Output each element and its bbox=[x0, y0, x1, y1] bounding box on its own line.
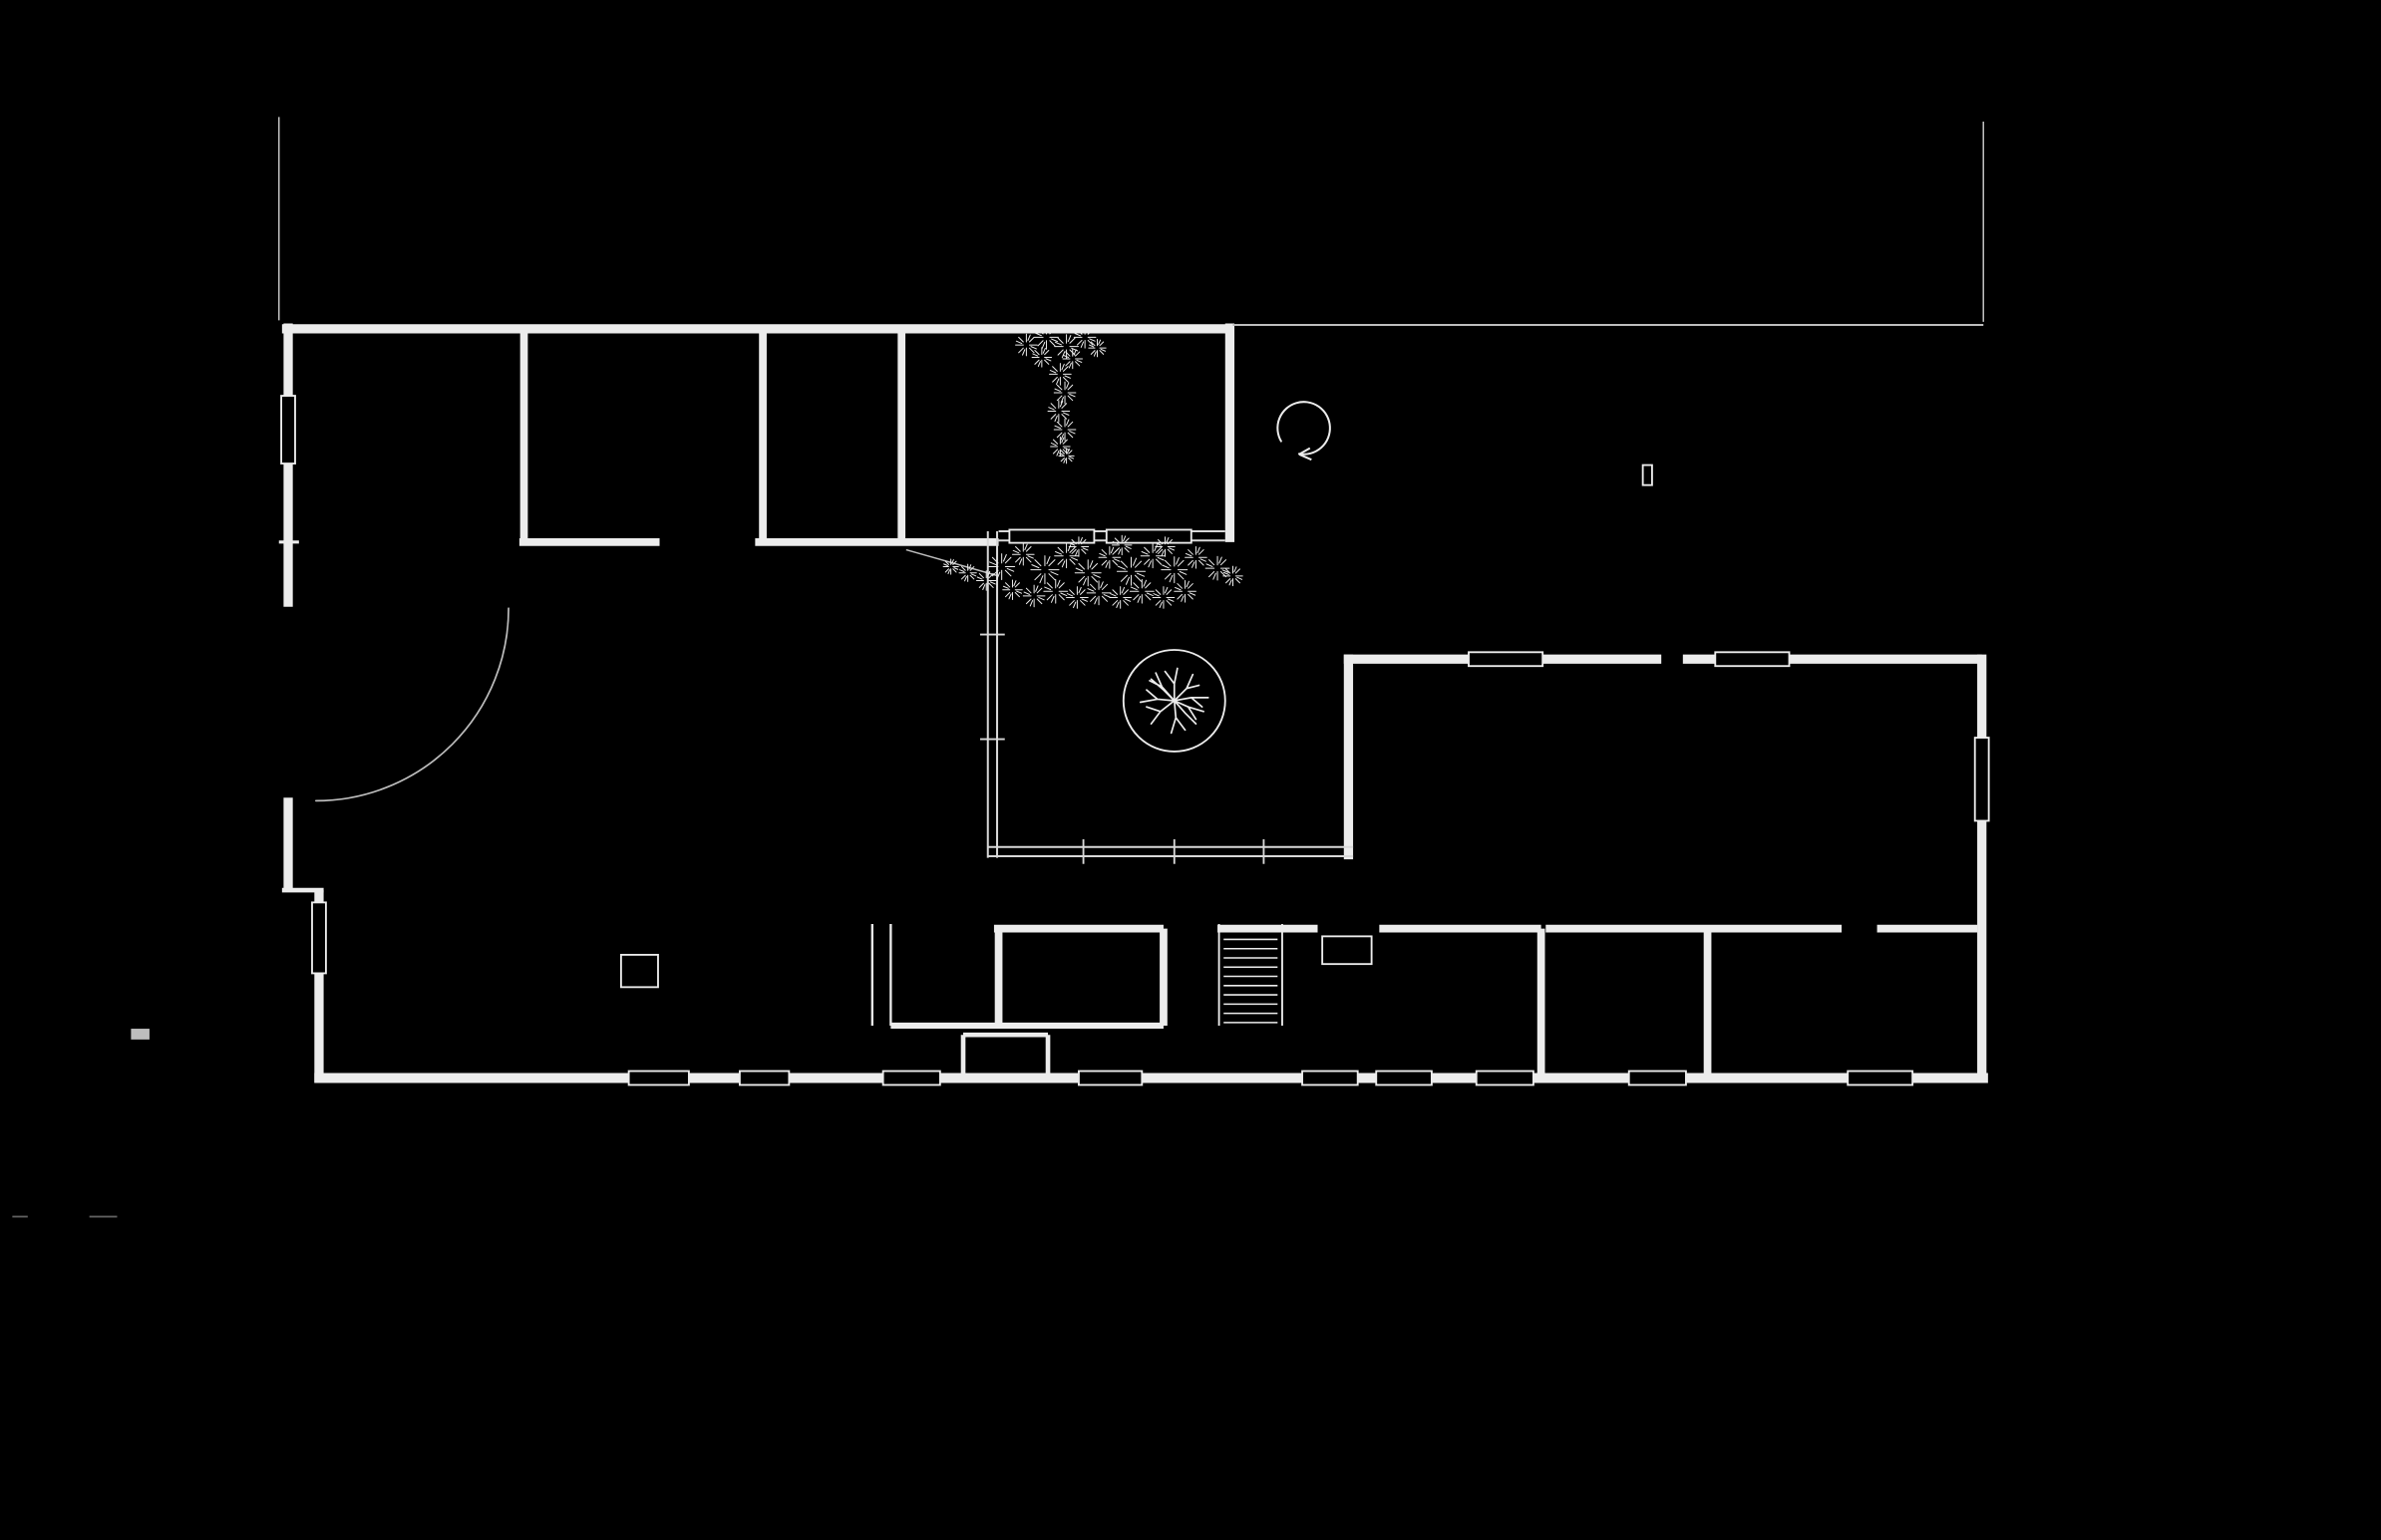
shrub-symbol bbox=[1063, 349, 1082, 368]
shrub-symbol bbox=[1153, 587, 1175, 609]
window-bottom-7 bbox=[1475, 1070, 1534, 1086]
shrub-symbol bbox=[1054, 382, 1076, 404]
shrub-symbol bbox=[1054, 419, 1076, 441]
shrub-symbol bbox=[1050, 364, 1072, 386]
window-bottom-4 bbox=[1078, 1070, 1144, 1086]
small-marker-rect bbox=[1641, 463, 1653, 486]
door-swing-arc bbox=[315, 607, 510, 802]
tree-branches bbox=[1139, 667, 1209, 735]
window-left-upper bbox=[280, 395, 296, 464]
shrub-symbol bbox=[1055, 335, 1079, 359]
shrub-symbol bbox=[1175, 580, 1196, 602]
window-bottom-2 bbox=[738, 1070, 791, 1086]
shrub-symbol bbox=[1035, 325, 1059, 349]
window-bottom-1 bbox=[627, 1070, 690, 1086]
sliding-panel-1 bbox=[1008, 528, 1096, 544]
door-panel-rect bbox=[1321, 935, 1373, 966]
shrub-symbol bbox=[1059, 449, 1074, 463]
shrub-symbol bbox=[1067, 587, 1089, 609]
rotation-arrow-arc bbox=[1276, 401, 1331, 456]
fixture-rect bbox=[619, 953, 659, 989]
shrub-symbol bbox=[1031, 556, 1059, 584]
shrub-symbol bbox=[1156, 537, 1175, 556]
rotation-arrow-barb-2 bbox=[1298, 453, 1312, 462]
shrub-symbol bbox=[1075, 560, 1101, 586]
sliding-panel-2 bbox=[1105, 528, 1192, 544]
shrub-symbol bbox=[1032, 348, 1051, 367]
shrub-symbol bbox=[959, 564, 976, 581]
shrub-symbol bbox=[1089, 340, 1106, 357]
shrub-symbol bbox=[1055, 544, 1079, 568]
tree-canopy bbox=[1122, 649, 1226, 753]
shrub-symbol bbox=[1141, 544, 1165, 568]
window-left-lower bbox=[311, 901, 327, 975]
shrub-symbol bbox=[1074, 327, 1096, 349]
shrub-symbol bbox=[976, 571, 995, 590]
window-wing-2 bbox=[1714, 651, 1791, 668]
window-right bbox=[1973, 737, 1990, 822]
shrub-symbol bbox=[1003, 580, 1022, 599]
shrub-symbol bbox=[1186, 546, 1207, 568]
shrub-symbol bbox=[1069, 537, 1088, 556]
outside-mark bbox=[131, 1029, 150, 1040]
shrub-symbol bbox=[1130, 579, 1154, 603]
window-wing-1 bbox=[1468, 651, 1544, 668]
shrub-symbol bbox=[943, 559, 958, 574]
shrub-symbol bbox=[989, 554, 1015, 580]
window-bottom-5 bbox=[1301, 1070, 1359, 1086]
shrub-symbol bbox=[1112, 535, 1131, 554]
shrub-symbol bbox=[1117, 557, 1145, 585]
window-bottom-3 bbox=[881, 1070, 941, 1086]
shrub-symbol bbox=[1016, 334, 1038, 356]
window-bottom-8 bbox=[1627, 1070, 1687, 1086]
shrub-symbol bbox=[1162, 557, 1188, 583]
shrub-symbol bbox=[1023, 585, 1045, 607]
shrub-symbol bbox=[1205, 556, 1229, 580]
shrub-symbol bbox=[1012, 543, 1034, 565]
shrub-symbol bbox=[1223, 566, 1242, 585]
shrub-symbol bbox=[1048, 401, 1070, 423]
shrub-symbol bbox=[1044, 579, 1068, 603]
shrub-symbol bbox=[1110, 587, 1132, 609]
window-bottom-9 bbox=[1847, 1070, 1914, 1086]
window-bottom-6 bbox=[1375, 1070, 1433, 1086]
shrub-symbol bbox=[1087, 581, 1111, 605]
